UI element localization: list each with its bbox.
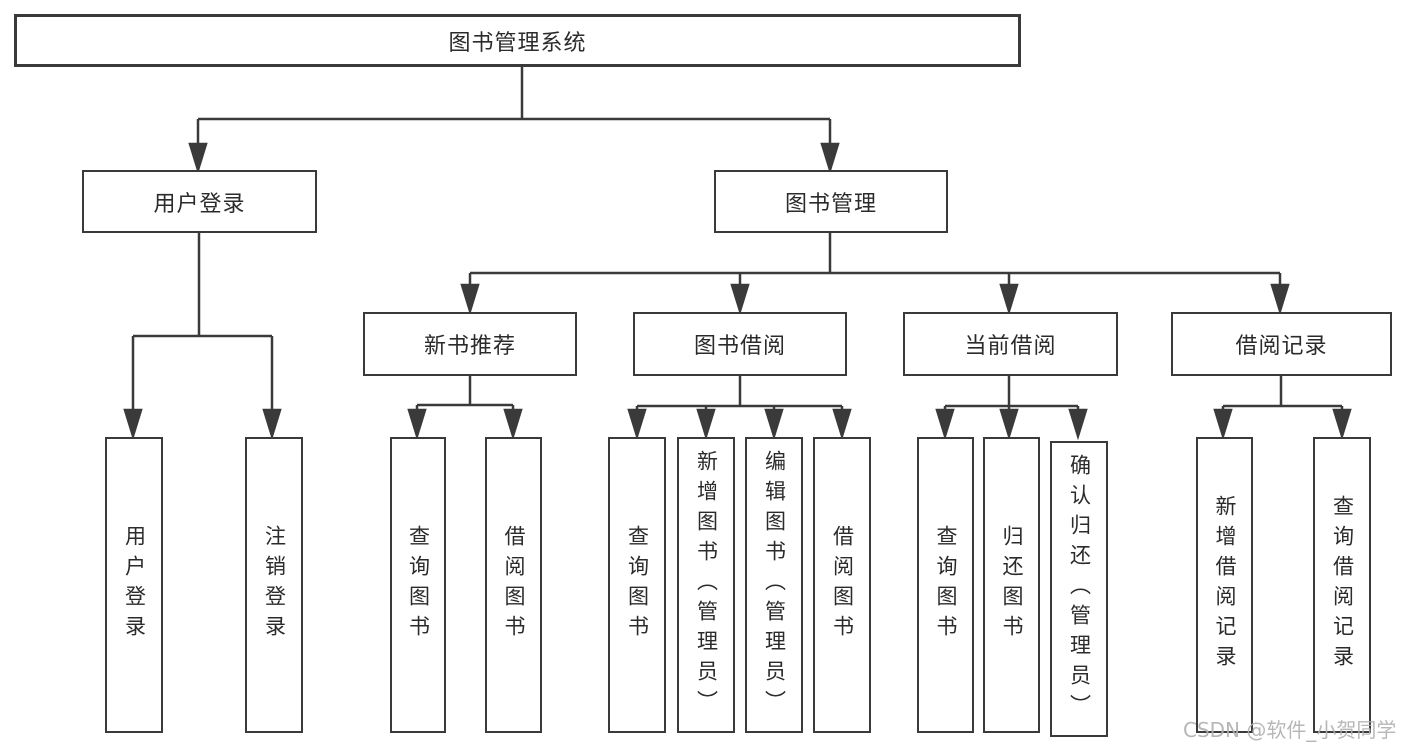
- leaf-bb-borrow-books-label: 借阅图书: [830, 525, 855, 645]
- node-new-book-recommend: 新书推荐: [363, 312, 577, 376]
- node-book-management-label: 图书管理: [784, 191, 877, 217]
- connector-new-book-recommend-children: [407, 376, 523, 441]
- watermark: CSDN @软件_小贺同学: [1183, 718, 1397, 742]
- leaf-cb-confirm-return-admin: 确认归还（管理员）: [1050, 441, 1108, 737]
- leaf-nbr-query-books: 查询图书: [390, 437, 446, 733]
- connector-root-to-level2: [188, 67, 840, 175]
- node-book-borrow-label: 图书借阅: [693, 334, 786, 359]
- leaf-br-query-record: 查询借阅记录: [1313, 437, 1371, 733]
- node-current-borrow: 当前借阅: [903, 312, 1118, 376]
- leaf-br-add-record: 新增借阅记录: [1196, 437, 1253, 733]
- leaf-cb-confirm-return-admin-label: 确认归还（管理员）: [1067, 454, 1092, 724]
- leaf-nbr-borrow-books-label: 借阅图书: [502, 525, 526, 645]
- connector-current-borrow-children: [935, 376, 1088, 441]
- connector-borrow-records-children: [1213, 376, 1352, 441]
- leaf-cb-query-books-label: 查询图书: [934, 525, 958, 645]
- connector-book-borrow-children: [627, 376, 852, 441]
- leaf-bb-borrow-books: 借阅图书: [813, 437, 871, 733]
- leaf-logout-label: 注销登录: [262, 525, 287, 645]
- node-user-login: 用户登录: [82, 170, 317, 233]
- leaf-br-query-record-label: 查询借阅记录: [1330, 495, 1355, 675]
- connector-user-login-children: [123, 233, 282, 441]
- node-user-login-label: 用户登录: [153, 191, 246, 217]
- leaf-logout: 注销登录: [245, 437, 303, 733]
- node-new-book-recommend-label: 新书推荐: [423, 334, 516, 359]
- leaf-cb-query-books: 查询图书: [917, 437, 974, 733]
- leaf-cb-return-books: 归还图书: [983, 437, 1040, 733]
- leaf-user-login: 用户登录: [105, 437, 163, 733]
- leaf-bb-add-book-admin: 新增图书（管理员）: [677, 437, 735, 733]
- leaf-bb-query-books: 查询图书: [608, 437, 666, 733]
- leaf-bb-query-books-label: 查询图书: [625, 525, 650, 645]
- node-root: 图书管理系统: [14, 14, 1021, 67]
- leaf-user-login-label: 用户登录: [122, 525, 147, 645]
- leaf-br-add-record-label: 新增借阅记录: [1213, 495, 1237, 675]
- leaf-nbr-query-books-label: 查询图书: [406, 525, 431, 645]
- leaf-bb-edit-book-admin-label: 编辑图书（管理员）: [762, 450, 787, 720]
- node-borrow-records-label: 借阅记录: [1235, 334, 1328, 359]
- node-book-borrow: 图书借阅: [633, 312, 847, 376]
- leaf-bb-add-book-admin-label: 新增图书（管理员）: [694, 450, 719, 720]
- node-book-management: 图书管理: [714, 170, 948, 233]
- node-current-borrow-label: 当前借阅: [964, 334, 1057, 359]
- leaf-nbr-borrow-books: 借阅图书: [485, 437, 542, 733]
- node-root-label: 图书管理系统: [448, 30, 587, 56]
- leaf-bb-edit-book-admin: 编辑图书（管理员）: [745, 437, 803, 733]
- node-borrow-records: 借阅记录: [1171, 312, 1392, 376]
- connector-book-management-sections: [460, 233, 1290, 316]
- leaf-cb-return-books-label: 归还图书: [1000, 525, 1024, 645]
